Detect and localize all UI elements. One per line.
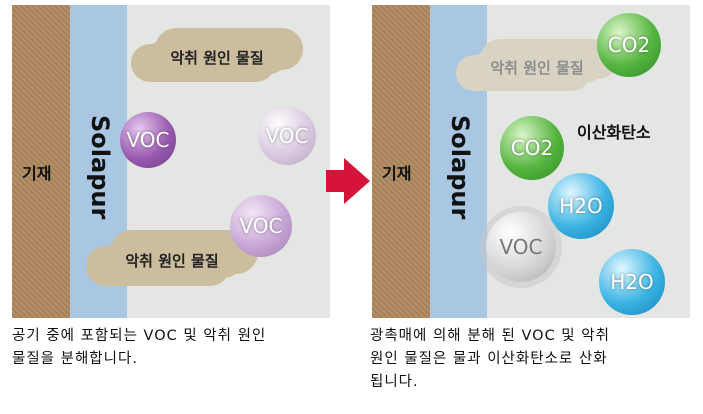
decomposing-voc: VOC: [486, 212, 556, 282]
odor-cloud: 악취 원인 물질: [102, 242, 242, 278]
molecule-label: VOC: [499, 235, 543, 259]
caption-line: 공기 중에 포함되는 VOC 및 악취 원인: [12, 328, 267, 344]
odor-cloud: 악취 원인 물질: [472, 51, 602, 83]
molecule-label: VOC: [126, 128, 170, 152]
caption-line: 물질을 분해합니다.: [12, 351, 138, 367]
voc-molecule: VOC: [258, 107, 316, 165]
molecule-label: H2O: [610, 270, 654, 294]
cloud-label: 악취 원인 물질: [125, 251, 219, 270]
cloud-label: 악취 원인 물질: [170, 48, 264, 67]
molecule-label: H2O: [559, 194, 603, 218]
substrate: 기재: [372, 5, 430, 318]
molecule-label: CO2: [510, 136, 554, 160]
voc-molecule: VOC: [120, 112, 176, 168]
molecule-label: VOC: [265, 124, 309, 148]
odor-cloud: 악취 원인 물질: [147, 40, 287, 74]
arrow-icon: [326, 158, 370, 204]
caption-line: 광촉매에 의해 분해 된 VOC 및 악취: [370, 328, 610, 344]
substrate-label: 기재: [382, 164, 412, 183]
co2-molecule: CO2: [597, 13, 661, 77]
h2o-molecule: H2O: [599, 249, 665, 315]
co2-label: 이산화탄소: [577, 123, 651, 142]
substrate-label: 기재: [22, 164, 52, 183]
molecule-label: VOC: [239, 214, 283, 238]
cloud-label: 악취 원인 물질: [490, 58, 584, 77]
voc-molecule: VOC: [230, 195, 292, 257]
substrate: 기재: [12, 5, 70, 318]
co2-molecule: CO2: [500, 116, 564, 180]
before-caption: 공기 중에 포함되는 VOC 및 악취 원인 물질을 분해합니다.: [12, 325, 266, 371]
film-label: Solapur: [86, 115, 114, 220]
caption-line: 됩니다.: [370, 374, 419, 390]
solapur-film: Solapur: [430, 5, 487, 318]
h2o-molecule: H2O: [548, 173, 614, 239]
before-panel: 기재 Solapur 악취 원인 물질 악취 원인 물질 VOC VOC VOC: [12, 5, 330, 318]
after-panel: 기재 Solapur 악취 원인 물질 CO2 CO2 이산화탄소 H2O VO…: [372, 5, 690, 318]
molecule-label: CO2: [607, 33, 651, 57]
after-caption: 광촉매에 의해 분해 된 VOC 및 악취 원인 물질은 물과 이산화탄소로 산…: [370, 325, 610, 394]
film-label: Solapur: [446, 115, 474, 220]
caption-line: 원인 물질은 물과 이산화탄소로 산화: [370, 351, 608, 367]
